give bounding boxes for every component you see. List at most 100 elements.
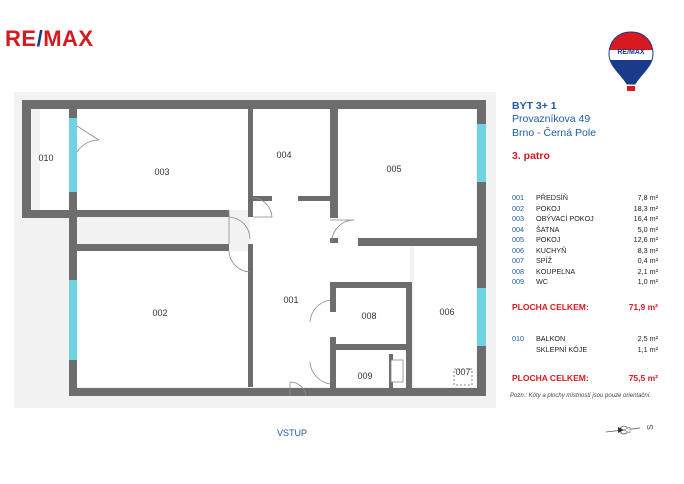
total-area-apartment: PLOCHA CELKEM:71,9 m²: [512, 302, 658, 316]
door-008-arc: [309, 299, 331, 323]
wall-008-bottom: [336, 344, 410, 350]
room-row: 001 PŘEDSÍŇ 7,8 m²: [512, 193, 658, 204]
wall-002-001: [248, 244, 253, 387]
room-name: ŠATNA: [536, 224, 560, 234]
wall-003-004: [248, 109, 253, 217]
room-005-area: [338, 109, 476, 238]
room-label-009: 009: [357, 371, 373, 381]
wall-top: [22, 100, 486, 109]
wall-008-left-b: [330, 337, 336, 388]
room-row: 005 POKOJ 12,6 m²: [512, 235, 658, 246]
extra-row: 010 BALKON 2,5 m²: [512, 334, 658, 345]
wall-004-bottom-a: [250, 196, 272, 201]
wall-004-bottom-b: [302, 196, 338, 201]
extra-name: BALKON: [536, 334, 566, 343]
total-label: PLOCHA CELKEM:: [512, 373, 589, 383]
wall-balcony-bottom: [22, 210, 77, 218]
room-010-area: [40, 109, 69, 210]
room-002-area: [77, 251, 250, 387]
wall-005-bottom: [358, 238, 486, 246]
address-city: Brno - Černá Pole: [512, 127, 597, 139]
total-label: PLOCHA CELKEM:: [512, 302, 589, 312]
balloon-text: RE/MAX: [617, 49, 645, 56]
wall-left-balcony: [22, 100, 31, 218]
room-004-area: [250, 109, 330, 201]
room-name: KUCHYŇ: [536, 245, 567, 255]
total-area-with-extras: PLOCHA CELKEM: 75,5 m²: [512, 373, 658, 387]
logo-slash: /: [36, 26, 44, 51]
wall-003-002: [77, 244, 229, 251]
room-label-008: 008: [361, 311, 377, 321]
window-010: [69, 118, 77, 192]
apartment-title: BYT 3+ 1: [512, 100, 557, 112]
room-area: 0,4 m²: [637, 256, 658, 265]
window-002: [69, 280, 77, 360]
room-label-005: 005: [386, 164, 402, 174]
floor-plan-drawing: [22, 100, 486, 397]
room-num: 003: [512, 214, 524, 223]
wall-003-002-b: [77, 210, 229, 217]
room-num: 006: [512, 245, 524, 255]
room-label-002: 002: [152, 308, 168, 318]
floor-plan: 010 003 004 005 001 002 008 006 009 007: [14, 92, 496, 408]
room-label-006: 006: [439, 307, 455, 317]
room-row: 003 OBÝVACÍ POKOJ 16,4 m²: [512, 214, 658, 225]
room-num: 005: [512, 235, 524, 244]
room-num: 009: [512, 277, 524, 286]
door-009-arc: [309, 361, 331, 385]
room-name: OBÝVACÍ POKOJ: [536, 214, 594, 223]
door-004-arc: [252, 197, 273, 218]
window-006: [477, 288, 486, 346]
room-label-001: 001: [283, 295, 299, 305]
pantry-007: [453, 368, 473, 386]
window-005: [477, 124, 486, 182]
room-name: POKOJ: [536, 235, 561, 244]
room-num: 004: [512, 224, 524, 234]
info-panel: BYT 3+ 1 Provazníkova 49 Brno - Černá Po…: [512, 100, 662, 162]
logo-re: RE: [5, 26, 37, 51]
entrance-label: VSTUP: [277, 428, 308, 438]
extra-area: 2,5 m²: [637, 334, 658, 343]
wall-008-top: [330, 282, 410, 288]
extra-area-list: 010 BALKON 2,5 m² SKLEPNÍ KÓJE 1,1 m²: [512, 334, 658, 355]
remax-logo: RE/MAX: [5, 26, 94, 52]
wall-008-left-a: [330, 282, 336, 312]
room-name: WC: [536, 277, 548, 286]
room-num: 001: [512, 193, 524, 202]
compass-north-arrow-icon: S: [605, 425, 655, 435]
wall-004-005: [330, 109, 338, 218]
door-entrance-arc: [289, 381, 307, 397]
room-area: 18,3 m²: [633, 203, 658, 213]
door-010-arc: [76, 139, 100, 153]
room-area: 8,3 m²: [637, 245, 658, 255]
room-area: 16,4 m²: [633, 214, 658, 223]
address-street: Provazníkova 49: [512, 113, 591, 125]
door-003-arc: [228, 216, 251, 240]
wc-fixture: [390, 359, 404, 383]
door-010-leaf: [76, 125, 100, 141]
wall-bottom: [69, 388, 486, 396]
disclaimer-note: Pozn.: Kóty a plochy místností jsou pouz…: [510, 393, 652, 399]
extra-num: 010: [512, 334, 524, 343]
room-003-area: [77, 109, 250, 210]
room-area: 7,8 m²: [637, 193, 658, 202]
floor-label: 3. patro: [512, 150, 550, 162]
room-label-007: 007: [455, 367, 471, 377]
room-name: KOUPELNA: [536, 266, 576, 276]
room-area: 2,1 m²: [637, 266, 658, 276]
extra-area: 1,1 m²: [637, 344, 658, 354]
extra-name: SKLEPNÍ KÓJE: [536, 344, 588, 354]
wall-kitchen-left: [406, 282, 412, 388]
extra-row: SKLEPNÍ KÓJE 1,1 m²: [512, 345, 658, 356]
room-001-area: [250, 201, 338, 387]
room-area: 12,6 m²: [633, 235, 658, 244]
compass-letter: S: [646, 425, 655, 430]
total-value: 75,5 m²: [628, 373, 658, 383]
room-name: PŘEDSÍŇ: [536, 193, 568, 202]
